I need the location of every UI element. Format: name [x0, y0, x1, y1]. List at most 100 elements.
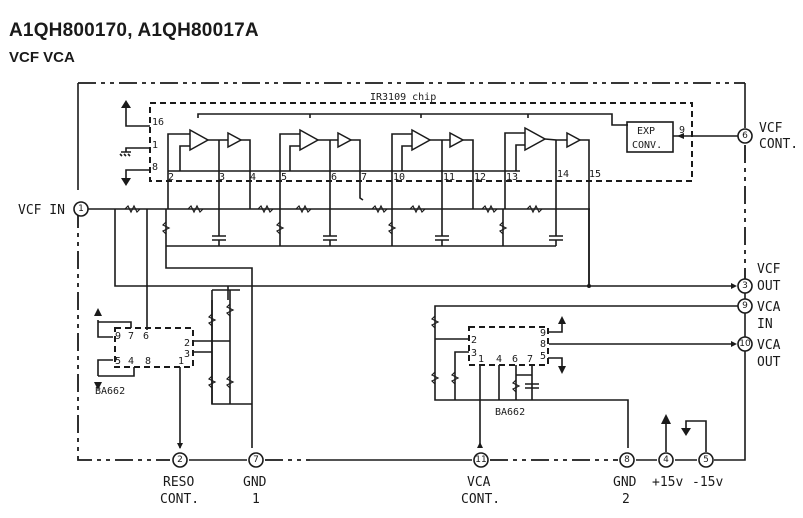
reso-pin-5: 5 [115, 356, 121, 367]
vca-pin-9: 9 [540, 328, 546, 339]
resistor-icon [187, 204, 204, 214]
ladder-network [88, 181, 591, 448]
connector-6-label-2: CONT. [759, 137, 798, 152]
connector-4[interactable]: 4 +15v [652, 452, 683, 490]
connector-11-num: 11 [475, 455, 486, 465]
vminus-arrow-icon [558, 366, 566, 374]
board-outline [77, 82, 746, 461]
chip-pin-6: 6 [331, 172, 337, 183]
connector-2-label-2: CONT. [160, 492, 199, 507]
vca-pin-6: 6 [512, 354, 518, 365]
reso-pin-3: 3 [184, 349, 190, 360]
vminus-arrow-icon [94, 382, 102, 390]
connector-2[interactable]: 2 RESO CONT. [160, 452, 199, 507]
connector-8-num: 8 [624, 455, 630, 465]
chip-pin-5: 5 [281, 172, 287, 183]
connector-4-label: +15v [652, 475, 683, 490]
exp-converter-block [626, 121, 674, 153]
connector-10-label-2: OUT [757, 355, 781, 370]
ota-stage-1 [167, 128, 251, 181]
connector-8[interactable]: 8 GND 2 [613, 452, 637, 507]
connector-8-label-1: GND [613, 475, 637, 490]
connector-9-label-1: VCA [757, 300, 781, 315]
chip-pin-1: 1 [152, 140, 158, 151]
resistor-icon [295, 204, 312, 214]
chip-pin-10: 10 [393, 172, 405, 183]
connector-7-num: 7 [253, 455, 259, 465]
connector-9-label-2: IN [757, 317, 773, 332]
vminus-arrow-icon [121, 178, 131, 186]
connector-6[interactable]: 6 VCF CONT. [737, 121, 798, 152]
vplus-arrow-icon [94, 308, 102, 316]
reso-ba662-chip: BA662 9 7 6 5 4 8 1 2 3 [94, 290, 235, 449]
ota-stage-2 [279, 128, 361, 181]
reso-chip-label: BA662 [95, 386, 125, 397]
ota-stage-3 [391, 128, 474, 181]
connector-7-label-2: 1 [252, 492, 260, 507]
connector-8-label-2: 2 [622, 492, 630, 507]
connector-10[interactable]: 10 VCA OUT [737, 336, 781, 370]
ir3109-label: IR3109 chip [370, 92, 436, 103]
connector-9[interactable]: 9 VCA IN [737, 298, 781, 332]
vca-pin-1: 1 [478, 354, 484, 365]
connector-4-num: 4 [663, 455, 669, 465]
vca-pin-7: 7 [527, 354, 533, 365]
connector-5[interactable]: 5 -15v [692, 452, 723, 490]
reso-pin-7: 7 [128, 331, 134, 342]
reso-pin-4: 4 [128, 356, 134, 367]
ir3109-chip: IR3109 chip 16 1 8 2 3 4 5 6 7 10 11 12 … [119, 92, 740, 186]
connector-6-num: 6 [742, 131, 748, 141]
reso-pin-6: 6 [143, 331, 149, 342]
resistor-icon [526, 204, 543, 214]
connector-1-label: VCF IN [18, 203, 65, 218]
connector-1[interactable]: 1 VCF IN [18, 201, 89, 218]
connector-10-num: 10 [739, 339, 751, 349]
ota-stage-4 [504, 126, 590, 181]
connector-9-num: 9 [742, 301, 748, 311]
chip-pin-15: 15 [589, 169, 601, 180]
exp-label-line2: CONV. [632, 140, 662, 151]
vca-ba662-chip: BA662 2 3 1 4 6 7 9 8 5 [430, 315, 566, 448]
chip-pin-3: 3 [219, 172, 225, 183]
vca-pin-5: 5 [540, 351, 546, 362]
chip-pin-14: 14 [557, 169, 569, 180]
vplus-arrow-icon [121, 100, 131, 108]
connector-10-label-1: VCA [757, 338, 781, 353]
chip-pin-12: 12 [474, 172, 486, 183]
connector-5-num: 5 [703, 455, 709, 465]
chip-pin-2: 2 [168, 172, 174, 183]
reso-pin-9: 9 [115, 331, 121, 342]
resistor-icon [409, 204, 426, 214]
chip-pin-9: 9 [679, 125, 685, 136]
vca-chip-label: BA662 [495, 407, 525, 418]
resistor-icon [124, 204, 141, 214]
connector-3-label-1: VCF [757, 262, 781, 277]
vca-pin-2: 2 [471, 335, 477, 346]
vminus-arrow-icon [681, 428, 691, 436]
chip-pin-7: 7 [361, 172, 367, 183]
chip-pin-11: 11 [443, 172, 455, 183]
ground-icon [119, 151, 131, 157]
connector-11-label-1: VCA [467, 475, 491, 490]
resistor-icon [371, 204, 388, 214]
connector-11[interactable]: 11 VCA CONT. [461, 452, 500, 507]
connector-3[interactable]: 3 VCF OUT [737, 262, 781, 294]
connector-11-label-2: CONT. [461, 492, 500, 507]
vplus-arrow-icon [661, 414, 671, 424]
connector-6-label-1: VCF [759, 121, 783, 136]
resistor-icon [257, 204, 274, 214]
chip-pin-16: 16 [152, 117, 164, 128]
page-subtitle: VCF VCA [9, 49, 75, 66]
vca-pin-8: 8 [540, 339, 546, 350]
connector-1-num: 1 [78, 204, 84, 214]
resistor-icon [481, 204, 498, 214]
connector-3-num: 3 [742, 281, 748, 291]
vca-pin-3: 3 [471, 348, 477, 359]
connector-7[interactable]: 7 GND 1 [243, 452, 267, 507]
reso-pin-8: 8 [145, 356, 151, 367]
vca-pin-4: 4 [496, 354, 502, 365]
chip-pin-8: 8 [152, 162, 158, 173]
exp-label-line1: EXP [637, 126, 655, 137]
page-title: A1QH800170, A1QH80017A [9, 20, 259, 41]
chip-pin-4: 4 [250, 172, 256, 183]
